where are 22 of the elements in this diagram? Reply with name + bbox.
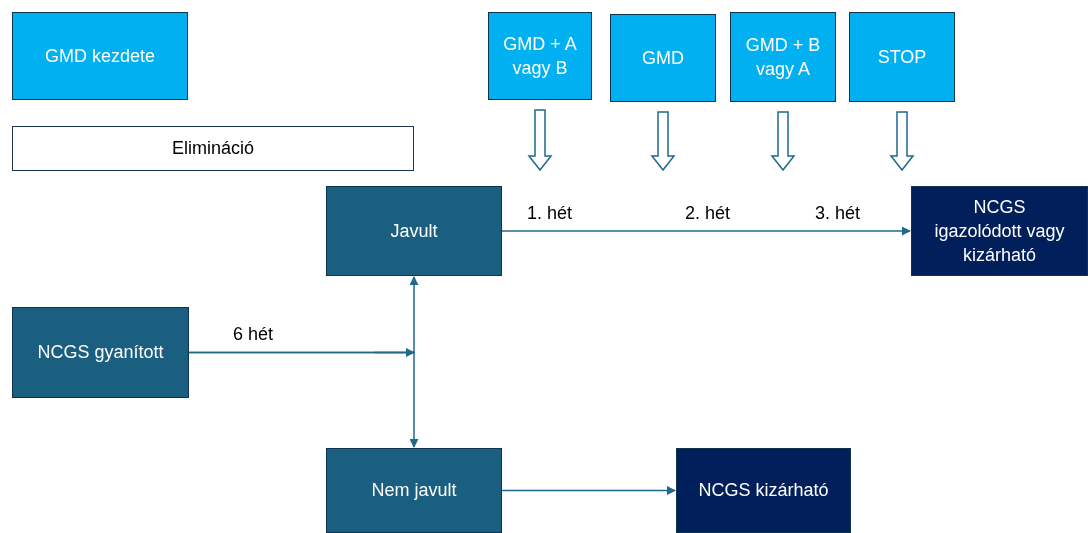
- block-arrow: [650, 111, 676, 172]
- arrow: [373, 348, 415, 357]
- arrow: [501, 486, 676, 495]
- process-box: Javult: [326, 186, 502, 276]
- arrow: [501, 226, 911, 236]
- block-arrow: [889, 111, 915, 172]
- process-box: GMD + B vagy A: [730, 12, 836, 102]
- process-box: GMD: [610, 14, 716, 102]
- arrow: [188, 351, 419, 448]
- block-arrow: [770, 111, 796, 172]
- process-box: Nem javult: [326, 448, 502, 533]
- process-box: NCGS gyanított: [12, 307, 189, 398]
- process-box: GMD + A vagy B: [488, 12, 592, 100]
- process-box: NCGS igazolódott vagy kizárható: [911, 186, 1088, 276]
- process-box: GMD kezdete: [12, 12, 188, 100]
- process-box: NCGS kizárható: [676, 448, 851, 533]
- phase-bar: Elimináció: [12, 126, 414, 171]
- process-box: STOP: [849, 12, 955, 102]
- week-label: 2. hét: [685, 204, 731, 222]
- week-label: 1. hét: [527, 204, 573, 222]
- week-label: 3. hét: [815, 204, 861, 222]
- block-arrow: [527, 109, 553, 172]
